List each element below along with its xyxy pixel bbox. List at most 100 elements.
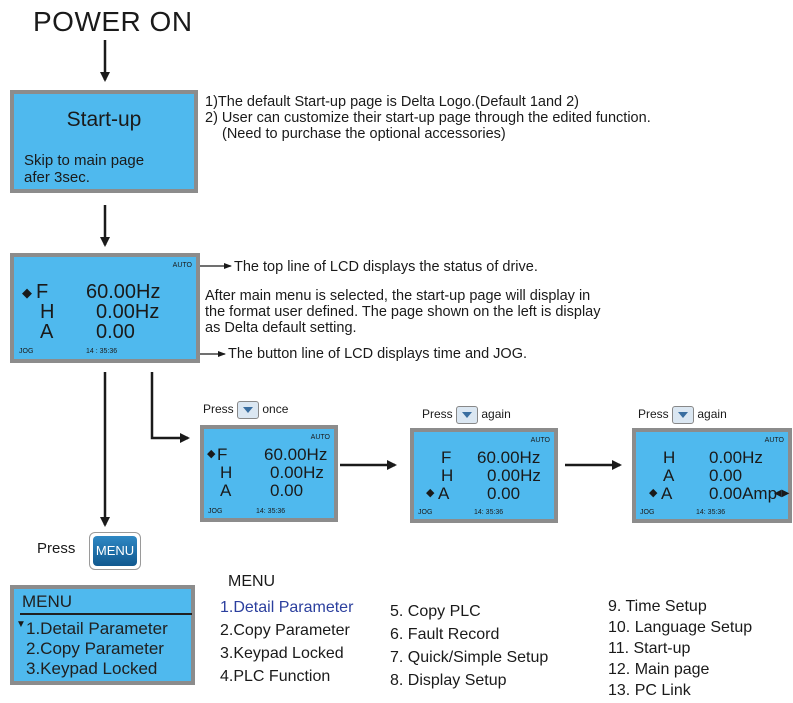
- startup-note-3: (Need to purchase the optional accessori…: [222, 126, 506, 142]
- menu-lcd-cursor-icon: ▼: [16, 619, 26, 630]
- menu-button-label: MENU: [93, 536, 137, 566]
- main-note-desc1: After main menu is selected, the start-u…: [205, 288, 591, 304]
- small-lcd-2-jog: JOG: [418, 509, 433, 516]
- menu-list-item-6: 6. Fault Record: [390, 626, 500, 643]
- down-key-icon[interactable]: [672, 406, 695, 424]
- small-lcd-1-row1-label: F: [217, 445, 228, 464]
- small-lcd-2: AUTO F 60.00Hz H 0.00Hz ◆ A 0.00 JOG 14:…: [410, 428, 558, 523]
- main-note-desc3: as Delta default setting.: [205, 320, 357, 336]
- small-lcd-2-row1-label: F: [441, 448, 452, 467]
- startup-heading: Start-up: [66, 108, 142, 131]
- small-lcd-1-jog: JOG: [208, 508, 223, 515]
- menu-list-title: MENU: [228, 573, 276, 590]
- main-lcd-updown-icon: ◆: [22, 285, 32, 300]
- small-lcd-1-row2-value: 0.00Hz: [270, 463, 324, 482]
- main-lcd: AUTO ◆ F 60.00Hz H 0.00Hz A 0.00 JOG 14 …: [10, 253, 200, 363]
- menu-list-col3: 9. Time Setup 10. Language Setup 11. Sta…: [608, 596, 752, 701]
- menu-list-item-7: 7. Quick/Simple Setup: [390, 649, 549, 666]
- menu-lcd-divider: [20, 613, 192, 615]
- menu-lcd-item-3: 3.Keypad Locked: [26, 659, 158, 678]
- small-lcd-3-status: AUTO: [764, 437, 784, 444]
- menu-list-item-2: 2.Copy Parameter: [220, 622, 350, 639]
- menu-lcd-item-2: 2.Copy Parameter: [26, 639, 164, 658]
- menu-list-item-4: 4.PLC Function: [220, 668, 331, 685]
- menu-list-item-9: 9. Time Setup: [608, 598, 707, 615]
- main-lcd-row3-label: A: [40, 321, 54, 343]
- small-lcd-3-row3-value: 0.00Amp: [709, 484, 778, 503]
- menu-list-item-12: 12. Main page: [608, 661, 710, 678]
- small-lcd-1-updown-icon: ◆: [207, 448, 216, 460]
- press-step-3-label: Press: [638, 407, 669, 422]
- menu-button[interactable]: MENU: [89, 532, 141, 570]
- small-lcd-3-row3-label: A: [661, 484, 673, 503]
- arrow-main-to-screen1: [150, 372, 190, 443]
- small-lcd-3-time: 14: 35:36: [696, 509, 726, 516]
- press-step-1: Press once: [203, 401, 288, 419]
- small-lcd-2-status: AUTO: [530, 437, 550, 444]
- small-lcd-2-row3-label: A: [438, 484, 450, 503]
- menu-lcd-item-1: 1.Detail Parameter: [26, 619, 168, 638]
- main-note-top: The top line of LCD displays the status …: [234, 259, 538, 275]
- small-lcd-3: AUTO H 0.00Hz A 0.00 ◆ A 0.00Amp ◀▶ JOG …: [632, 428, 792, 523]
- menu-list-item-1: 1.Detail Parameter: [220, 596, 353, 619]
- small-lcd-2-row1-value: 60.00Hz: [477, 448, 541, 467]
- press-step-1-suffix: once: [262, 402, 289, 417]
- small-lcd-3-row2-value: 0.00: [709, 466, 743, 485]
- small-lcd-3-row1-label: H: [663, 448, 676, 467]
- startup-note-1: 1)The default Start-up page is Delta Log…: [205, 94, 580, 110]
- small-lcd-3-updown-icon: ◆: [649, 487, 658, 499]
- down-key-icon[interactable]: [237, 401, 260, 419]
- menu-list-col2: 5. Copy PLC 6. Fault Record 7. Quick/Sim…: [390, 600, 548, 692]
- small-lcd-1-status: AUTO: [310, 434, 330, 441]
- main-lcd-time: 14 : 35:36: [86, 348, 118, 355]
- press-step-3-suffix: again: [697, 407, 727, 422]
- menu-list-item-3: 3.Keypad Locked: [220, 645, 344, 662]
- menu-lcd-title: MENU: [22, 592, 73, 611]
- menu-list-item-1-text: 1.Detail Parameter: [220, 599, 354, 616]
- menu-list-item-5: 5. Copy PLC: [390, 603, 481, 620]
- down-key-icon[interactable]: [456, 406, 479, 424]
- small-lcd-3-leftright-icon: ◀▶: [774, 488, 790, 499]
- press-menu-label: Press: [37, 540, 76, 557]
- main-lcd-row2-label: H: [40, 301, 55, 323]
- small-lcd-2-row2-label: H: [441, 466, 454, 485]
- power-on-title: POWER ON: [33, 6, 193, 37]
- press-step-2-suffix: again: [481, 407, 511, 422]
- small-lcd-1: AUTO ◆ F 60.00Hz H 0.00Hz A 0.00 JOG 14:…: [200, 425, 338, 522]
- menu-list-item-10: 10. Language Setup: [608, 619, 753, 636]
- menu-list-item-11: 11. Start-up: [608, 640, 691, 657]
- press-step-1-label: Press: [203, 402, 234, 417]
- startup-note-2: 2) User can customize their start-up pag…: [205, 110, 651, 126]
- press-step-3: Press again: [638, 406, 727, 424]
- startup-line2: afer 3sec.: [24, 169, 90, 186]
- small-lcd-1-row3-value: 0.00: [270, 481, 304, 500]
- startup-line1: Skip to main page: [24, 152, 145, 169]
- menu-lcd: MENU ▼ 1.Detail Parameter 2.Copy Paramet…: [10, 585, 195, 685]
- small-lcd-3-row2-label: A: [663, 466, 675, 485]
- main-lcd-row3-value: 0.00: [96, 321, 135, 343]
- main-note-desc2: the format user defined. The page shown …: [205, 304, 601, 320]
- small-lcd-3-jog: JOG: [640, 509, 655, 516]
- menu-list-item-13: 13. PC Link: [608, 682, 691, 699]
- press-step-2-label: Press: [422, 407, 453, 422]
- main-note-bottom: The button line of LCD displays time and…: [228, 346, 528, 362]
- small-lcd-1-row3-label: A: [220, 481, 232, 500]
- menu-list-item-8: 8. Display Setup: [390, 672, 507, 689]
- press-step-2: Press again: [422, 406, 511, 424]
- small-lcd-2-updown-icon: ◆: [426, 487, 435, 499]
- small-lcd-2-row2-value: 0.00Hz: [487, 466, 541, 485]
- main-lcd-jog: JOG: [19, 348, 34, 355]
- small-lcd-3-row1-value: 0.00Hz: [709, 448, 763, 467]
- small-lcd-1-row2-label: H: [220, 463, 233, 482]
- small-lcd-1-time: 14: 35:36: [256, 508, 286, 515]
- startup-lcd: Start-up Skip to main page afer 3sec.: [10, 90, 198, 193]
- menu-list-col1: 1.Detail Parameter 2.Copy Parameter 3.Ke…: [220, 596, 353, 688]
- main-lcd-status: AUTO: [172, 262, 192, 269]
- small-lcd-1-row1-value: 60.00Hz: [264, 445, 328, 464]
- main-lcd-row2-value: 0.00Hz: [96, 301, 160, 323]
- main-lcd-row1-label: F: [36, 281, 49, 303]
- small-lcd-2-row3-value: 0.00: [487, 484, 521, 503]
- small-lcd-2-time: 14: 35:36: [474, 509, 504, 516]
- main-lcd-row1-value: 60.00Hz: [86, 281, 161, 303]
